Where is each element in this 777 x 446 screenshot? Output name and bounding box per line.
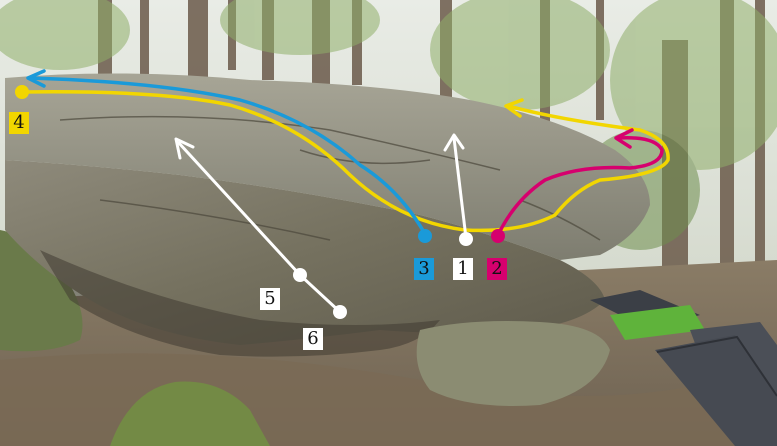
crash-pads xyxy=(590,290,777,446)
route-5-start-dot xyxy=(293,268,307,282)
route-label-6-text: 6 xyxy=(307,328,319,349)
route-label-4: 4 xyxy=(9,112,29,134)
route-label-1: 1 xyxy=(453,258,473,280)
route-label-6: 6 xyxy=(303,328,323,350)
boulder-top xyxy=(5,73,650,260)
route-3-start-dot xyxy=(418,229,432,243)
route-label-5: 5 xyxy=(260,288,280,310)
rock-cracks xyxy=(59,115,601,241)
route-label-3-text: 3 xyxy=(418,258,430,279)
route-3-arrowhead xyxy=(26,69,46,88)
route-3-line xyxy=(28,76,427,236)
route-2-start-dot xyxy=(491,229,505,243)
mossy-rock-front xyxy=(110,381,270,446)
route-4-line xyxy=(20,90,670,233)
route-1-line xyxy=(452,137,468,239)
route-6-start-dot xyxy=(333,305,347,319)
route-label-4-text: 4 xyxy=(13,112,25,133)
route-5-arrowhead xyxy=(174,137,195,160)
route-label-2-text: 2 xyxy=(491,258,503,279)
route-label-5-text: 5 xyxy=(264,288,276,309)
route-label-3: 3 xyxy=(414,258,434,280)
route-4-start-dot xyxy=(15,85,29,99)
route-1-arrowhead xyxy=(443,133,465,152)
route-2-line xyxy=(496,136,664,237)
mossy-rock-left xyxy=(0,230,83,352)
route-4-arrowhead xyxy=(504,98,524,118)
boulder-underside-shadow xyxy=(40,250,440,357)
boulder-base-block xyxy=(416,321,610,406)
route-2-arrowhead xyxy=(614,128,634,149)
route-label-1-text: 1 xyxy=(457,258,469,279)
route-label-2: 2 xyxy=(487,258,507,280)
route-1-start-dot xyxy=(459,232,473,246)
